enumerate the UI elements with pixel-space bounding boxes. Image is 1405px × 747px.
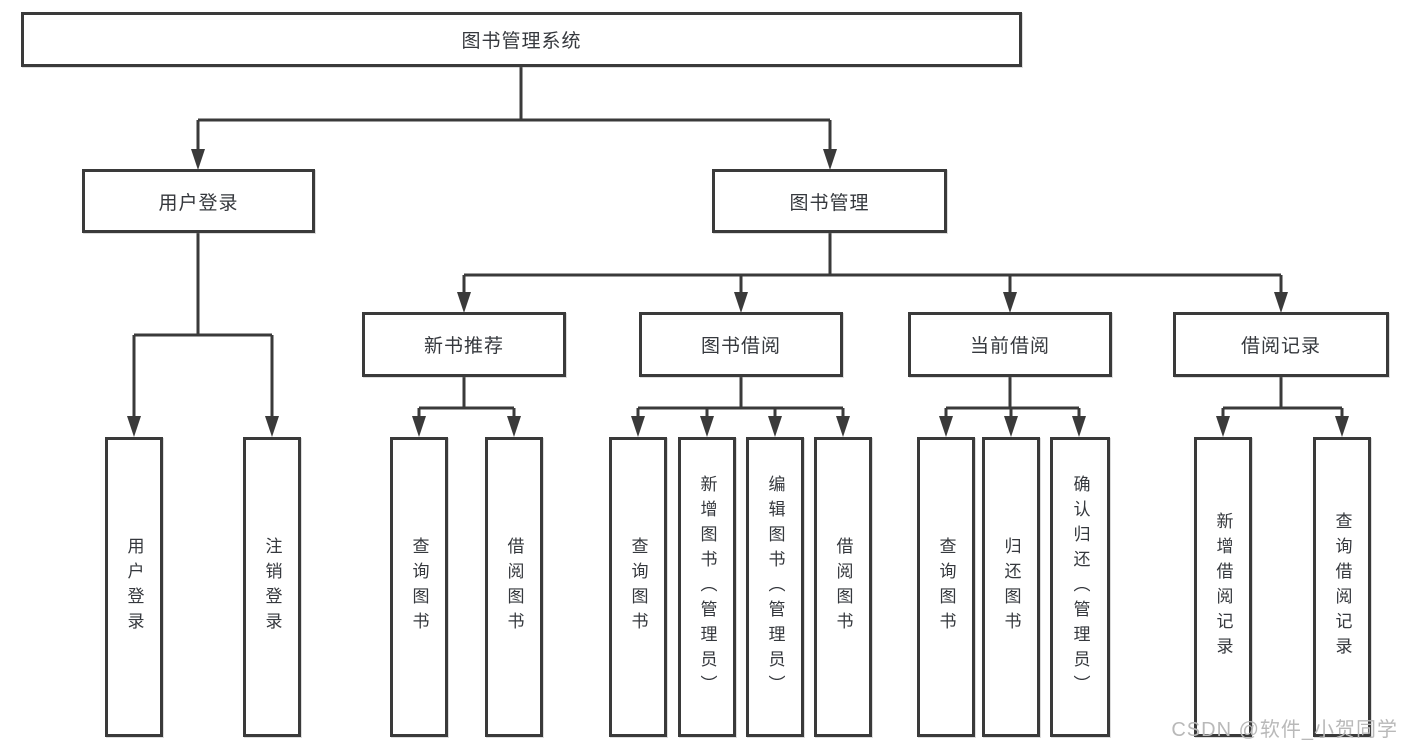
csdn-watermark: CSDN @软件_小贺同学: [1171, 719, 1398, 741]
leaf-borrow-books-recommendation: 借阅图书: [485, 437, 543, 737]
leaf-user-login: 用户登录: [105, 437, 163, 737]
node-borrowing-records: 借阅记录: [1173, 312, 1389, 377]
node-book-management: 图书管理: [712, 169, 947, 233]
node-new-book-recommendation: 新书推荐: [362, 312, 566, 377]
node-book-borrowing: 图书借阅: [639, 312, 843, 377]
leaf-query-books-borrowing: 查询图书: [609, 437, 667, 737]
node-current-borrowing: 当前借阅: [908, 312, 1112, 377]
leaf-add-borrow-record: 新增借阅记录: [1194, 437, 1252, 737]
leaf-borrow-books-borrowing: 借阅图书: [814, 437, 872, 737]
leaf-logout: 注销登录: [243, 437, 301, 737]
node-user-login: 用户登录: [82, 169, 315, 233]
leaf-query-books-recommendation: 查询图书: [390, 437, 448, 737]
leaf-return-books: 归还图书: [982, 437, 1040, 737]
leaf-query-books-current: 查询图书: [917, 437, 975, 737]
leaf-edit-book-admin: 编辑图书（管理员）: [746, 437, 804, 737]
leaf-add-book-admin: 新增图书（管理员）: [678, 437, 736, 737]
leaf-confirm-return-admin: 确认归还（管理员）: [1050, 437, 1110, 737]
arrowheads: [127, 149, 1349, 437]
leaf-query-borrow-record: 查询借阅记录: [1313, 437, 1371, 737]
node-library-management-system: 图书管理系统: [21, 12, 1022, 67]
